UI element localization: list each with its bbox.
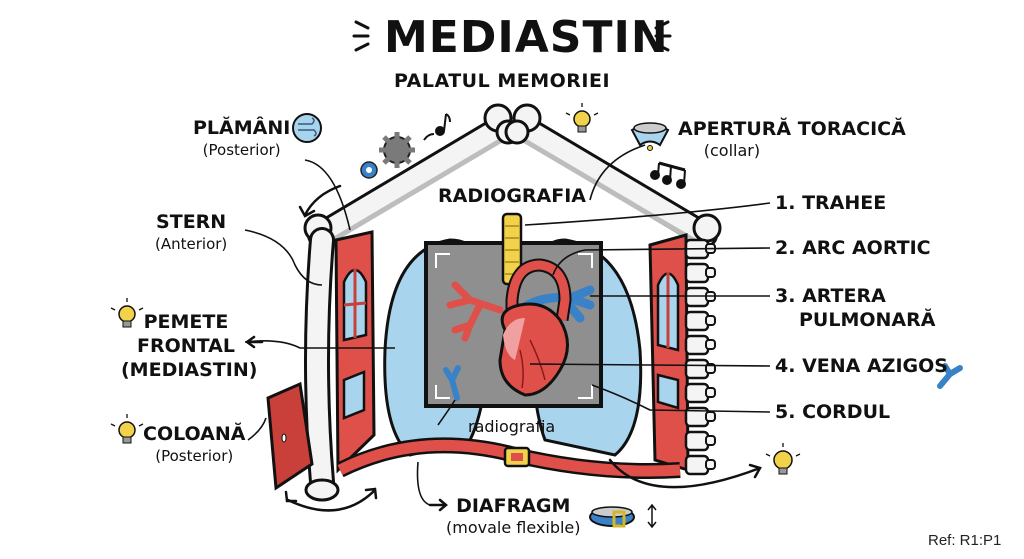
lightbulb-icon bbox=[110, 414, 144, 444]
label-diafragm-note: (movale flexible) bbox=[446, 518, 581, 537]
vertebra bbox=[684, 382, 710, 404]
label-azigos-name: VENA AZIGOS bbox=[802, 355, 948, 377]
reference-tag: Ref: R1:P1 bbox=[928, 532, 1002, 549]
belt-icon bbox=[589, 503, 657, 529]
radiografia-heading: RADIOGRAFIA bbox=[438, 185, 587, 207]
aortic-arch bbox=[505, 258, 572, 340]
label-arc-aortic-num: 2. bbox=[775, 237, 796, 259]
door-icon bbox=[266, 381, 314, 491]
label-cordul-name: CORDUL bbox=[802, 401, 891, 423]
page-subtitle: PALATUL MEMORIEI bbox=[394, 70, 611, 92]
label-stern: STERN (Anterior) bbox=[155, 210, 227, 254]
label-stern-name: STERN bbox=[156, 211, 227, 233]
music-notes-icon bbox=[650, 161, 686, 189]
vertebra-process bbox=[705, 387, 716, 398]
title-burst-right bbox=[654, 20, 672, 52]
vertebra-process bbox=[705, 435, 716, 446]
xray-label: radiografia bbox=[468, 417, 556, 436]
trachea bbox=[501, 212, 523, 286]
label-pemete-note: (MEDIASTIN) bbox=[121, 359, 258, 381]
label-coloana: COLOANĂ (Posterior) bbox=[143, 422, 245, 466]
vertebra-process bbox=[705, 267, 716, 278]
page-title: MEDIASTIN bbox=[384, 12, 669, 63]
azygos-vein-icon bbox=[937, 363, 963, 389]
vertebra bbox=[684, 286, 710, 308]
vertebra bbox=[684, 430, 710, 452]
label-plamani: PLĂMÂNI (Posterior) bbox=[193, 116, 290, 160]
right-wall bbox=[648, 233, 690, 473]
label-coloana-note: (Posterior) bbox=[155, 447, 234, 465]
vertebra bbox=[684, 262, 710, 284]
vertebra bbox=[684, 334, 710, 356]
label-pemete-line2: FRONTAL bbox=[137, 335, 235, 357]
spine-vertebrae bbox=[684, 238, 716, 476]
label-apertura-name: APERTURĂ TORACICĂ bbox=[678, 118, 906, 140]
vertebra-process bbox=[705, 315, 716, 326]
sternum-bone bbox=[304, 227, 340, 502]
small-gear-icon bbox=[360, 161, 378, 179]
title-burst-left bbox=[352, 20, 370, 52]
lightbulb-icon bbox=[565, 103, 599, 133]
vertebra bbox=[684, 358, 710, 380]
label-azigos-num: 4. bbox=[775, 355, 796, 377]
heart-icon bbox=[498, 302, 569, 397]
label-cordul-num: 5. bbox=[775, 401, 796, 423]
collar-icon bbox=[630, 122, 670, 151]
label-trahee-name: TRAHEE bbox=[802, 192, 887, 214]
label-artera-name: ARTERA bbox=[802, 285, 886, 307]
label-artera-name2: PULMONARĂ bbox=[799, 309, 936, 331]
label-artera-pulmonara: 3. ARTERA PULMONARĂ bbox=[775, 284, 935, 332]
label-apertura: APERTURĂ TORACICĂ (collar) bbox=[678, 117, 906, 161]
gear-icon bbox=[379, 132, 415, 168]
vertebra-process bbox=[705, 411, 716, 422]
lightbulb-icon bbox=[110, 298, 144, 328]
roof-bone-right bbox=[504, 103, 722, 248]
diaphragm-belt bbox=[336, 437, 681, 479]
azygos-vein bbox=[443, 365, 461, 401]
left-wall bbox=[334, 230, 376, 474]
label-stern-note: (Anterior) bbox=[155, 235, 228, 253]
arrows bbox=[244, 184, 762, 512]
label-diafragm-name: DIAFRAGM bbox=[456, 495, 571, 517]
label-pemete-line1: PEMETE bbox=[143, 311, 229, 333]
label-plamani-name: PLĂMÂNI bbox=[193, 117, 291, 139]
label-arc-aortic: 2. ARC AORTIC bbox=[775, 236, 931, 260]
lightbulb-icon bbox=[765, 443, 801, 475]
label-diafragm: DIAFRAGM (movale flexible) bbox=[446, 494, 581, 538]
label-coloana-name: COLOANĂ bbox=[143, 423, 246, 445]
label-apertura-note: (collar) bbox=[703, 141, 761, 160]
pulmonary-branches bbox=[446, 281, 504, 342]
vertebra-process bbox=[705, 339, 716, 350]
label-pemete: PEMETE FRONTAL (MEDIASTIN) bbox=[121, 310, 258, 382]
label-artera-num: 3. bbox=[775, 285, 796, 307]
label-trahee: 1. TRAHEE bbox=[775, 191, 886, 215]
roof-bone-left bbox=[303, 103, 521, 248]
vertebra bbox=[684, 310, 710, 332]
label-arc-aortic-name: ARC AORTIC bbox=[802, 237, 931, 259]
wind-icon bbox=[292, 113, 322, 143]
label-trahee-num: 1. bbox=[775, 192, 796, 214]
label-plamani-note: (Posterior) bbox=[202, 141, 281, 159]
vertebra-process bbox=[705, 459, 716, 470]
music-note-icon bbox=[423, 113, 451, 141]
vertebra bbox=[684, 454, 710, 476]
label-cordul: 5. CORDUL bbox=[775, 400, 890, 424]
label-vena-azigos: 4. VENA AZIGOS bbox=[775, 354, 948, 378]
